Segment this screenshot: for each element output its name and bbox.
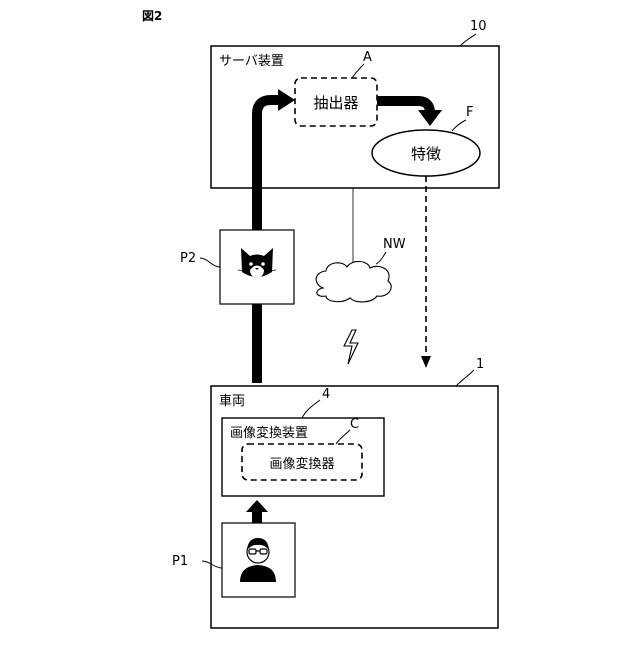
server-ref-number: 10: [470, 19, 487, 34]
image-conversion-device-title: 画像変換装置: [230, 425, 308, 441]
feature-to-vehicle-arrowhead: [421, 356, 431, 368]
server-device-title: サーバ装置: [219, 54, 284, 69]
network-cloud: [316, 261, 391, 301]
image-converter-label: 画像変換器: [269, 456, 334, 472]
feature-label: 特徴: [411, 145, 441, 163]
extractor-label: 抽出器: [313, 94, 358, 112]
network-ref: NW: [383, 237, 406, 252]
image-conversion-device-ref: 4: [322, 387, 330, 402]
vehicle-title: 車両: [219, 394, 245, 409]
figure-label: 図2: [142, 9, 162, 23]
server-ref-leader: [460, 34, 476, 46]
network-ref-leader: [376, 252, 386, 264]
vehicle-ref-leader: [456, 370, 474, 386]
image-converter-ref: C: [350, 417, 359, 432]
image-p2-ref-leader: [200, 258, 220, 267]
image-p1-ref: P1: [172, 554, 188, 569]
extractor-ref: A: [363, 50, 372, 65]
image-p2-ref: P2: [180, 251, 196, 266]
wireless-lightning-icon: [344, 330, 358, 364]
feature-ref: F: [466, 105, 473, 120]
vehicle-ref: 1: [476, 357, 484, 372]
